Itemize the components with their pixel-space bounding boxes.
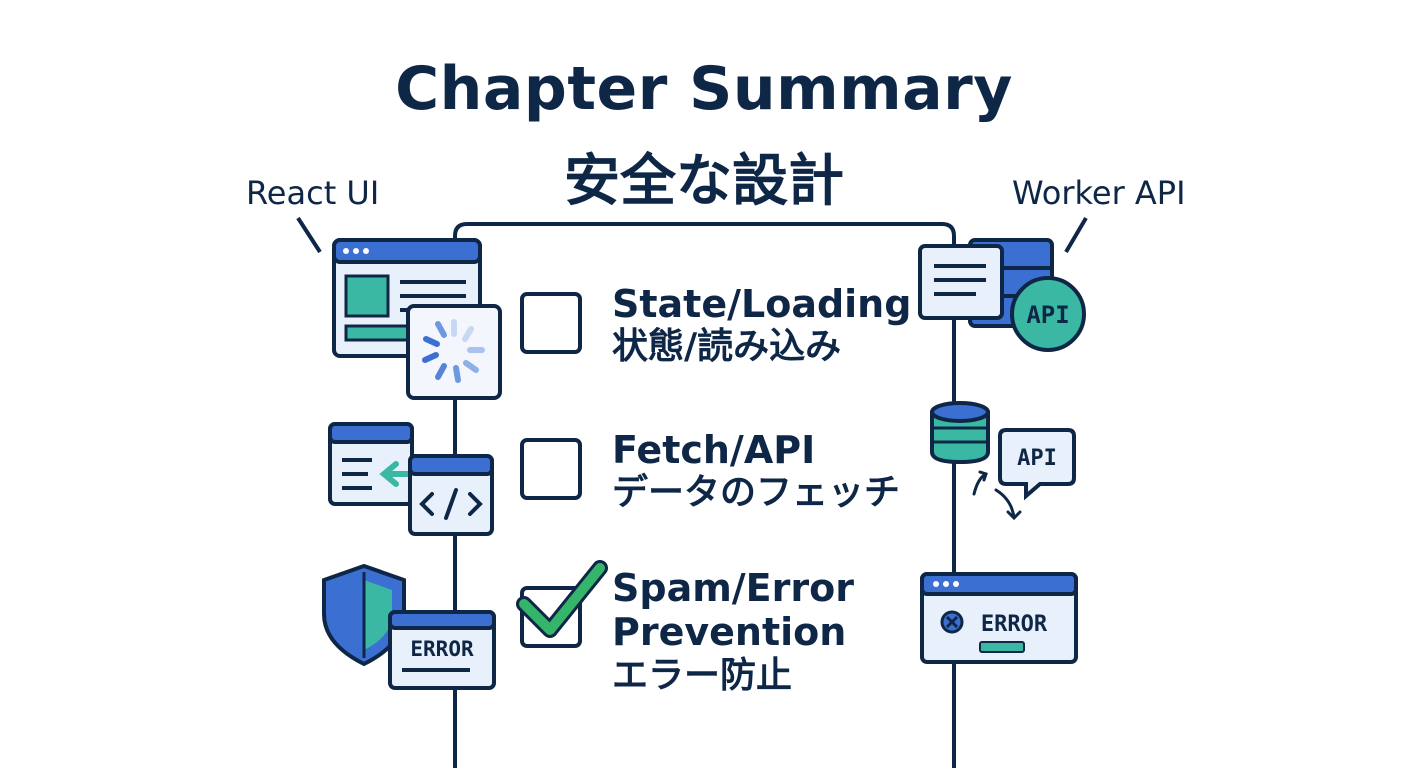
left-error-text: ERROR	[410, 637, 474, 661]
item-3-jp: エラー防止	[612, 654, 793, 696]
item-spam-error: Spam/Error Prevention エラー防止	[612, 566, 854, 697]
checkbox-spam-error	[516, 560, 608, 648]
item-2-jp: データのフェッチ	[612, 472, 901, 514]
checkbox-state-loading	[520, 292, 582, 354]
item-3-en: Spam/Error	[612, 566, 854, 610]
api-badge-text: API	[1026, 301, 1069, 329]
loading-spinner-icon	[406, 304, 502, 400]
item-3-en2: Prevention	[612, 610, 847, 655]
right-label-pointer	[1064, 216, 1088, 254]
item-1-jp: 状態/読み込み	[612, 326, 842, 368]
error-window-icon: ERROR	[388, 610, 496, 690]
api-speech-bubble-icon: API	[972, 428, 1076, 521]
server-document-icon	[918, 238, 1054, 328]
page-subtitle: 安全な設計	[564, 149, 844, 214]
database-icon	[930, 401, 990, 465]
connector-line	[453, 222, 956, 768]
api-bubble-text: API	[1017, 446, 1057, 471]
page-title: Chapter Summary	[395, 54, 1013, 124]
error-window-icon: ERROR	[920, 572, 1078, 664]
right-error-text: ERROR	[981, 612, 1048, 637]
item-fetch-api: Fetch/API データのフェッチ	[612, 428, 900, 515]
item-1-en: State/Loading	[612, 282, 912, 326]
worker-api-label: Worker API	[1012, 174, 1186, 212]
item-state-loading: State/Loading 状態/読み込み	[612, 282, 911, 369]
api-badge-icon: API	[1010, 276, 1086, 352]
left-label-pointer	[296, 216, 322, 254]
checkbox-fetch-api	[520, 438, 582, 500]
item-2-en: Fetch/API	[612, 428, 816, 472]
react-ui-label: React UI	[246, 174, 380, 212]
code-window-icon	[328, 422, 494, 536]
